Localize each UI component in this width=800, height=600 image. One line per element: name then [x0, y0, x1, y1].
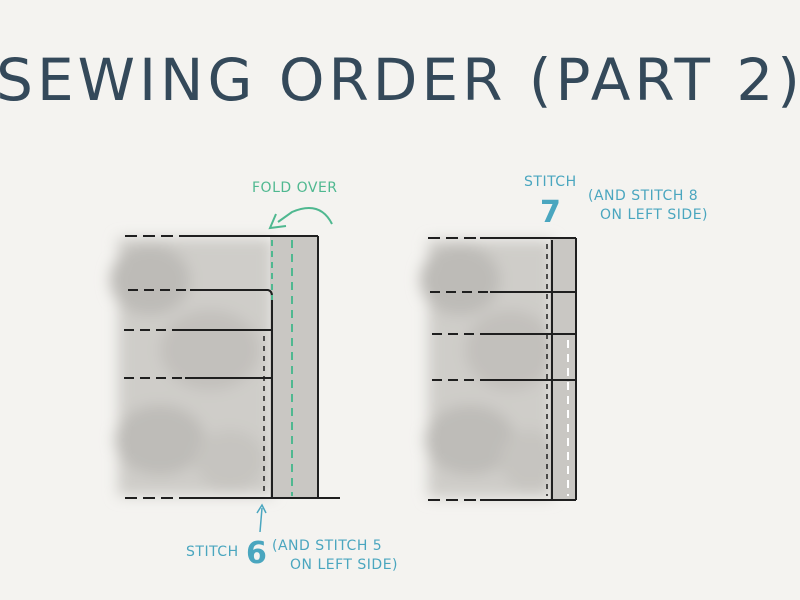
- stitch7-word: STITCH: [524, 174, 577, 190]
- fold-arrow-icon: [277, 207, 333, 225]
- left-fold-strip: [270, 236, 318, 498]
- fold-arrowhead-icon: [268, 213, 287, 230]
- stitch6-arrowhead-icon: [256, 503, 267, 514]
- stitch7-note-line1: (AND STITCH 8: [588, 188, 698, 204]
- stitch6-note-line1: (AND STITCH 5: [272, 538, 382, 554]
- stitch6-arrow-icon: [259, 507, 263, 533]
- right-diagram: STITCH 7 (AND STITCH 8 ON LEFT SIDE): [420, 174, 708, 501]
- stitch6-word: STITCH: [186, 544, 239, 560]
- right-folded-strip: [550, 238, 576, 500]
- page-title: SEWING ORDER (PART 2): [0, 46, 800, 114]
- fold-over-label: FOLD OVER: [252, 180, 338, 196]
- stitch6-note-line2: ON LEFT SIDE): [290, 557, 398, 573]
- stitch7-note-line2: ON LEFT SIDE): [600, 207, 708, 223]
- stitch7-number: 7: [540, 195, 561, 230]
- right-fabric-blur: [420, 240, 560, 498]
- left-diagram: FOLD OVER STITCH 6 (AND STITCH 5 ON LEFT…: [110, 180, 398, 573]
- left-fabric-blur: [110, 238, 273, 496]
- stitch6-number: 6: [246, 536, 267, 571]
